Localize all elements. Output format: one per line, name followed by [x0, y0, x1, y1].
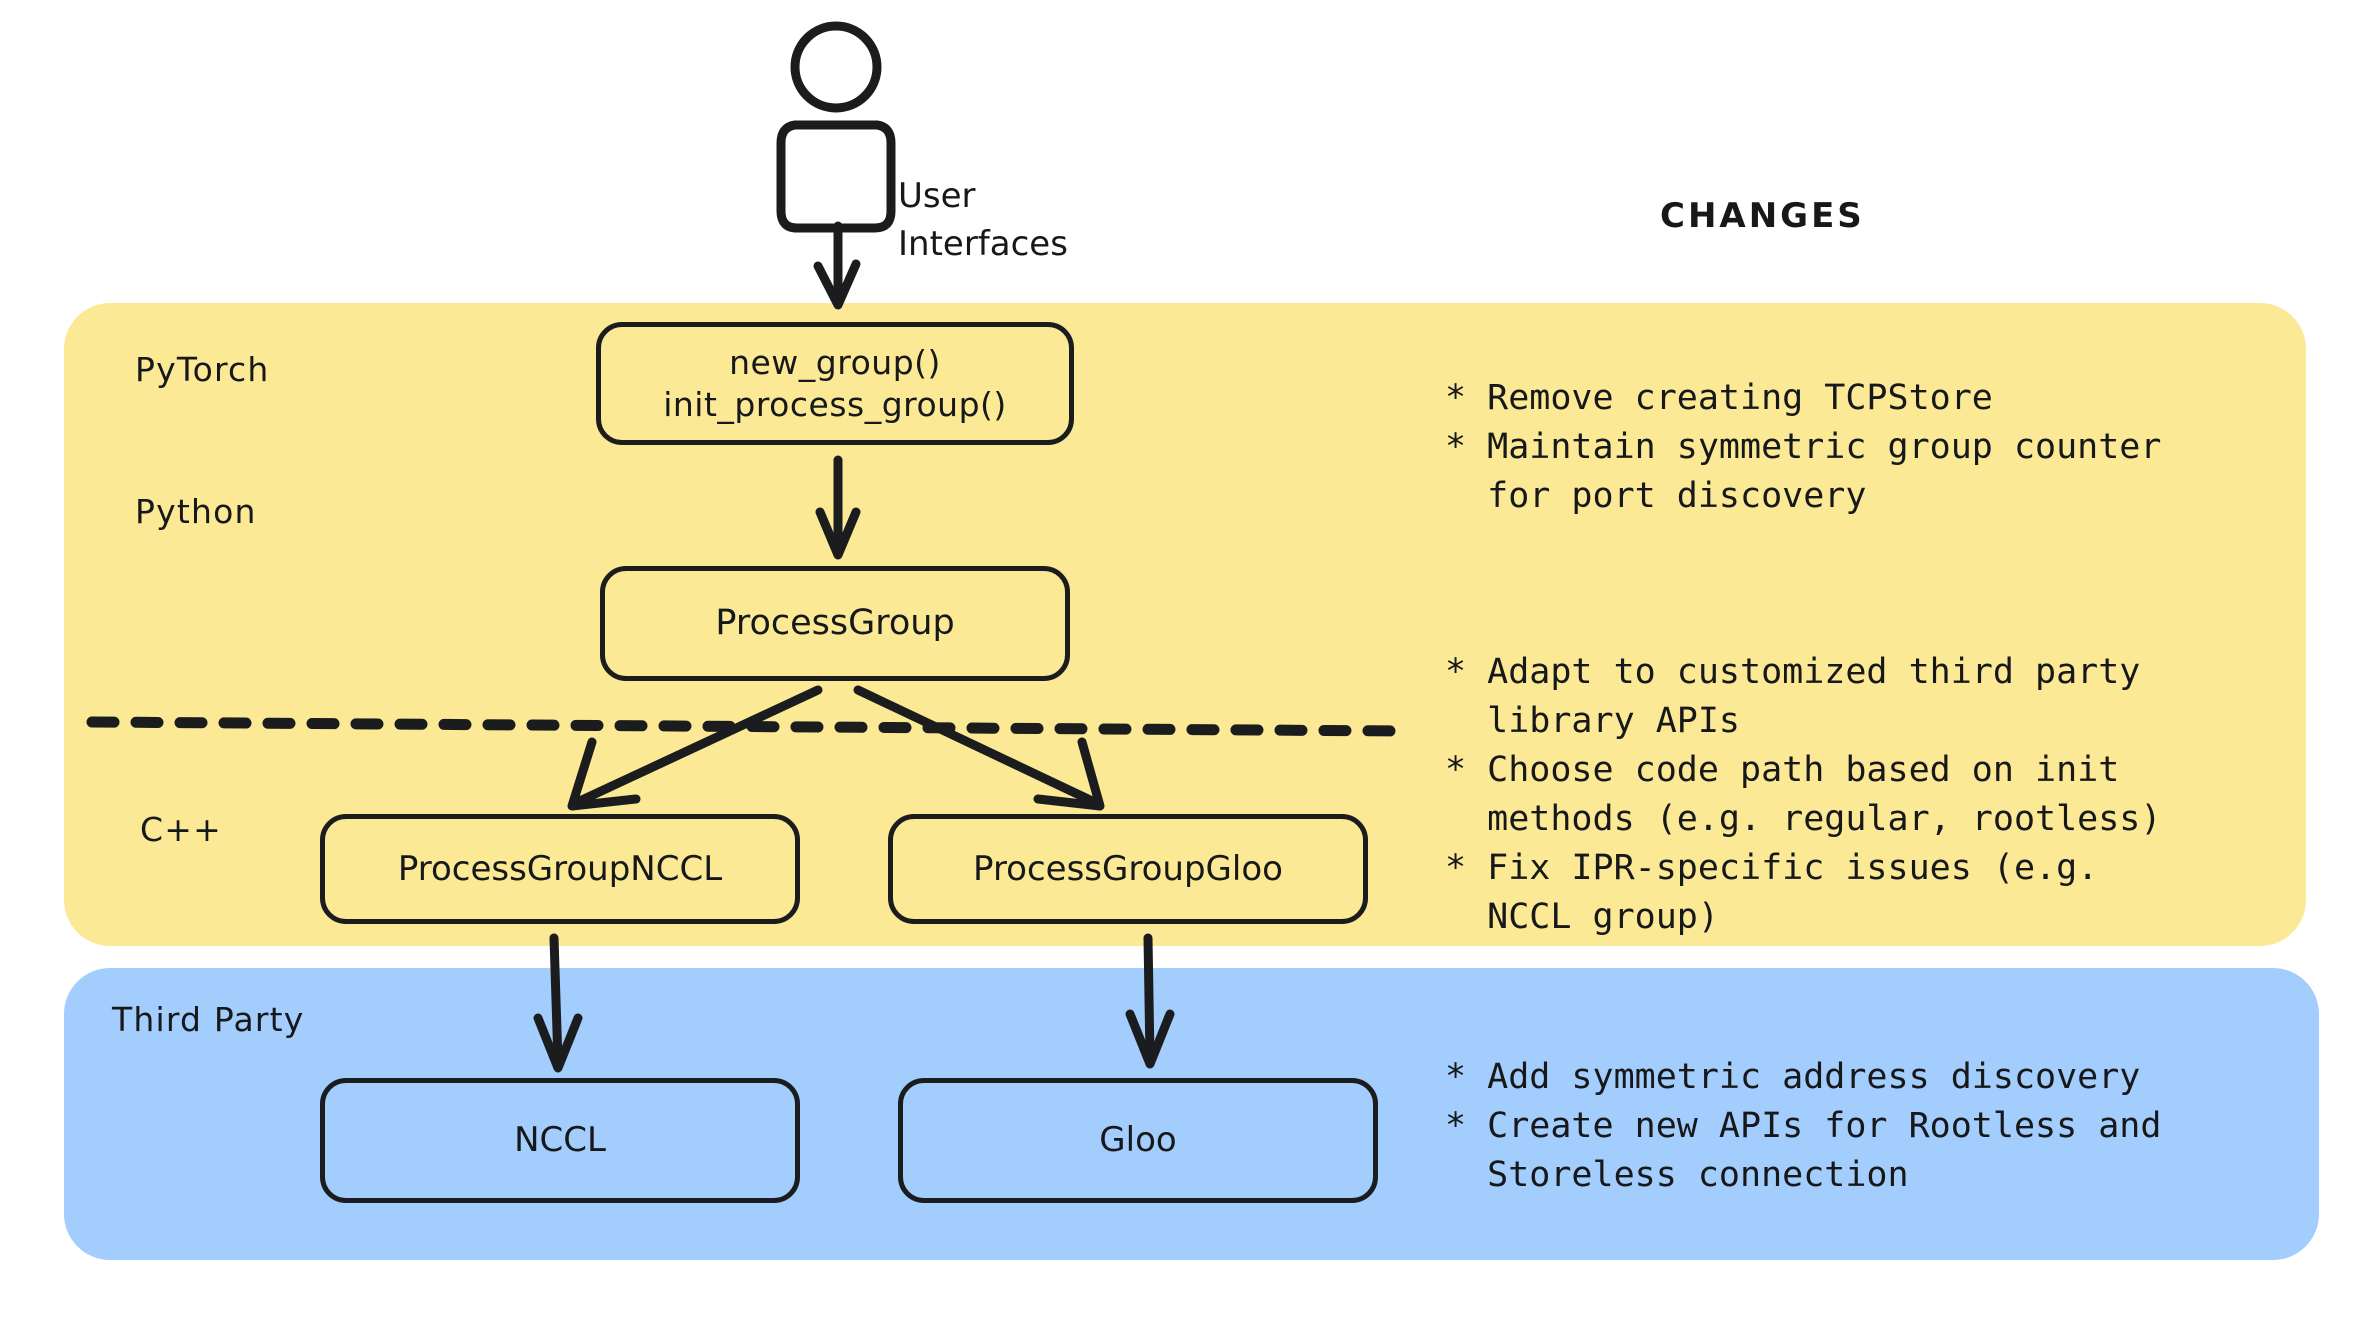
- node-process-group-nccl[interactable]: ProcessGroupNCCL: [320, 814, 800, 924]
- node-nccl[interactable]: NCCL: [320, 1078, 800, 1203]
- changes-block-third-party: * Add symmetric address discovery * Crea…: [1445, 1057, 2162, 1195]
- label-pytorch: PyTorch: [135, 350, 270, 389]
- label-python: Python: [135, 492, 257, 531]
- changes-block-cpp: * Adapt to customized third party librar…: [1445, 652, 2162, 937]
- arrow-down-icon-pggloo-to-gloo: [1125, 933, 1175, 1069]
- node-api-line1: new_group(): [729, 342, 941, 382]
- label-third-party: Third Party: [112, 1000, 305, 1039]
- changes-block-python: * Remove creating TCPStore * Maintain sy…: [1445, 378, 2162, 516]
- arrow-down-icon-api-to-processgroup: [815, 455, 861, 560]
- changes-heading: CHANGES: [1660, 196, 1865, 236]
- node-gloo[interactable]: Gloo: [898, 1078, 1378, 1203]
- node-api-line2: init_process_group(): [663, 384, 1007, 424]
- arrow-branch-to-nccl: [567, 685, 823, 811]
- node-api-functions[interactable]: new_group() init_process_group(): [596, 322, 1074, 445]
- arrow-branch-to-gloo: [853, 685, 1105, 811]
- user-icon: [776, 21, 896, 233]
- label-cpp: C++: [140, 810, 222, 849]
- node-process-group-gloo[interactable]: ProcessGroupGloo: [888, 814, 1368, 924]
- arrow-down-icon-user-to-api: [813, 221, 861, 310]
- arrow-down-icon-pgnccl-to-nccl: [533, 933, 583, 1073]
- node-process-group[interactable]: ProcessGroup: [600, 566, 1070, 681]
- dashed-divider: [86, 716, 1406, 737]
